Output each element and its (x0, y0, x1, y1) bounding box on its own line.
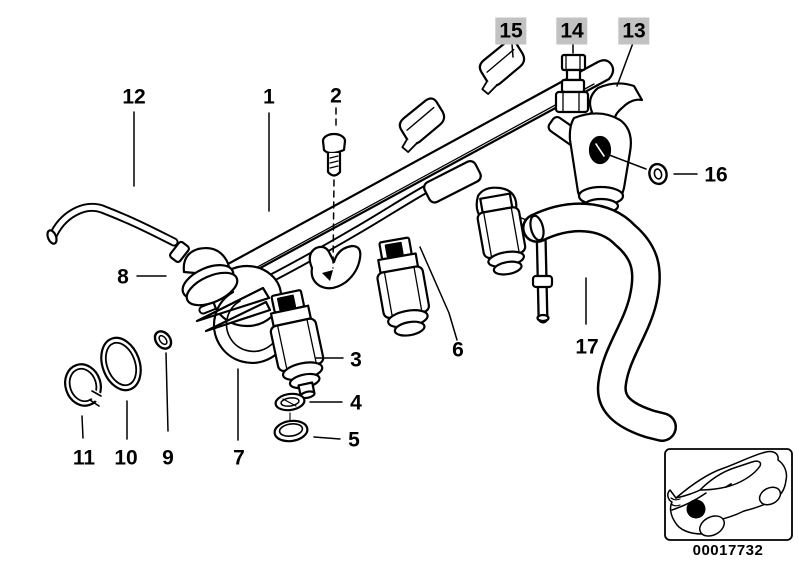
pressure-regulator-8 (169, 240, 239, 307)
vehicle-thumbnail (664, 448, 793, 541)
leader-lines (81, 42, 698, 441)
callout-3[interactable]: 3 (350, 348, 362, 372)
o-ring-16 (648, 162, 668, 186)
rail-clip-right (478, 39, 526, 95)
callout-14[interactable]: 14 (556, 17, 588, 45)
bolt-2 (321, 132, 347, 177)
injector-claw-bracket (308, 244, 362, 290)
injector-1 (269, 289, 325, 400)
car-icon (667, 450, 788, 537)
callout-4[interactable]: 4 (350, 391, 362, 415)
bleed-valve (554, 53, 590, 114)
injector-4 (547, 112, 632, 215)
o-ring-9 (153, 330, 173, 350)
callout-7[interactable]: 7 (233, 446, 245, 470)
callout-1[interactable]: 1 (263, 85, 275, 109)
callout-13[interactable]: 13 (618, 17, 650, 45)
feed-pipe-down (531, 224, 554, 324)
callout-5[interactable]: 5 (348, 428, 360, 452)
o-ring-4 (274, 392, 306, 428)
part-location-dot (686, 499, 706, 519)
injector-2 (376, 236, 430, 337)
left-end-assembly (46, 202, 292, 364)
callout-2[interactable]: 2 (330, 84, 342, 108)
callout-11[interactable]: 11 (72, 446, 96, 470)
o-ring-5 (273, 419, 309, 443)
callout-10[interactable]: 10 (114, 446, 138, 470)
snap-ring-11 (64, 363, 108, 407)
injector-3 (476, 192, 527, 276)
callout-17[interactable]: 17 (575, 335, 599, 359)
callout-12[interactable]: 12 (122, 85, 146, 109)
callout-15[interactable]: 15 (495, 17, 527, 45)
callout-16[interactable]: 16 (704, 163, 728, 187)
callout-9[interactable]: 9 (162, 446, 174, 470)
diagram-part-number: 00017732 (692, 542, 764, 559)
seal-ring-10 (100, 336, 142, 392)
vacuum-hose-12 (46, 202, 179, 247)
hose-17 (522, 202, 677, 442)
rail-clip-left (398, 97, 446, 153)
callout-8[interactable]: 8 (117, 265, 129, 289)
callout-6[interactable]: 6 (452, 338, 464, 362)
